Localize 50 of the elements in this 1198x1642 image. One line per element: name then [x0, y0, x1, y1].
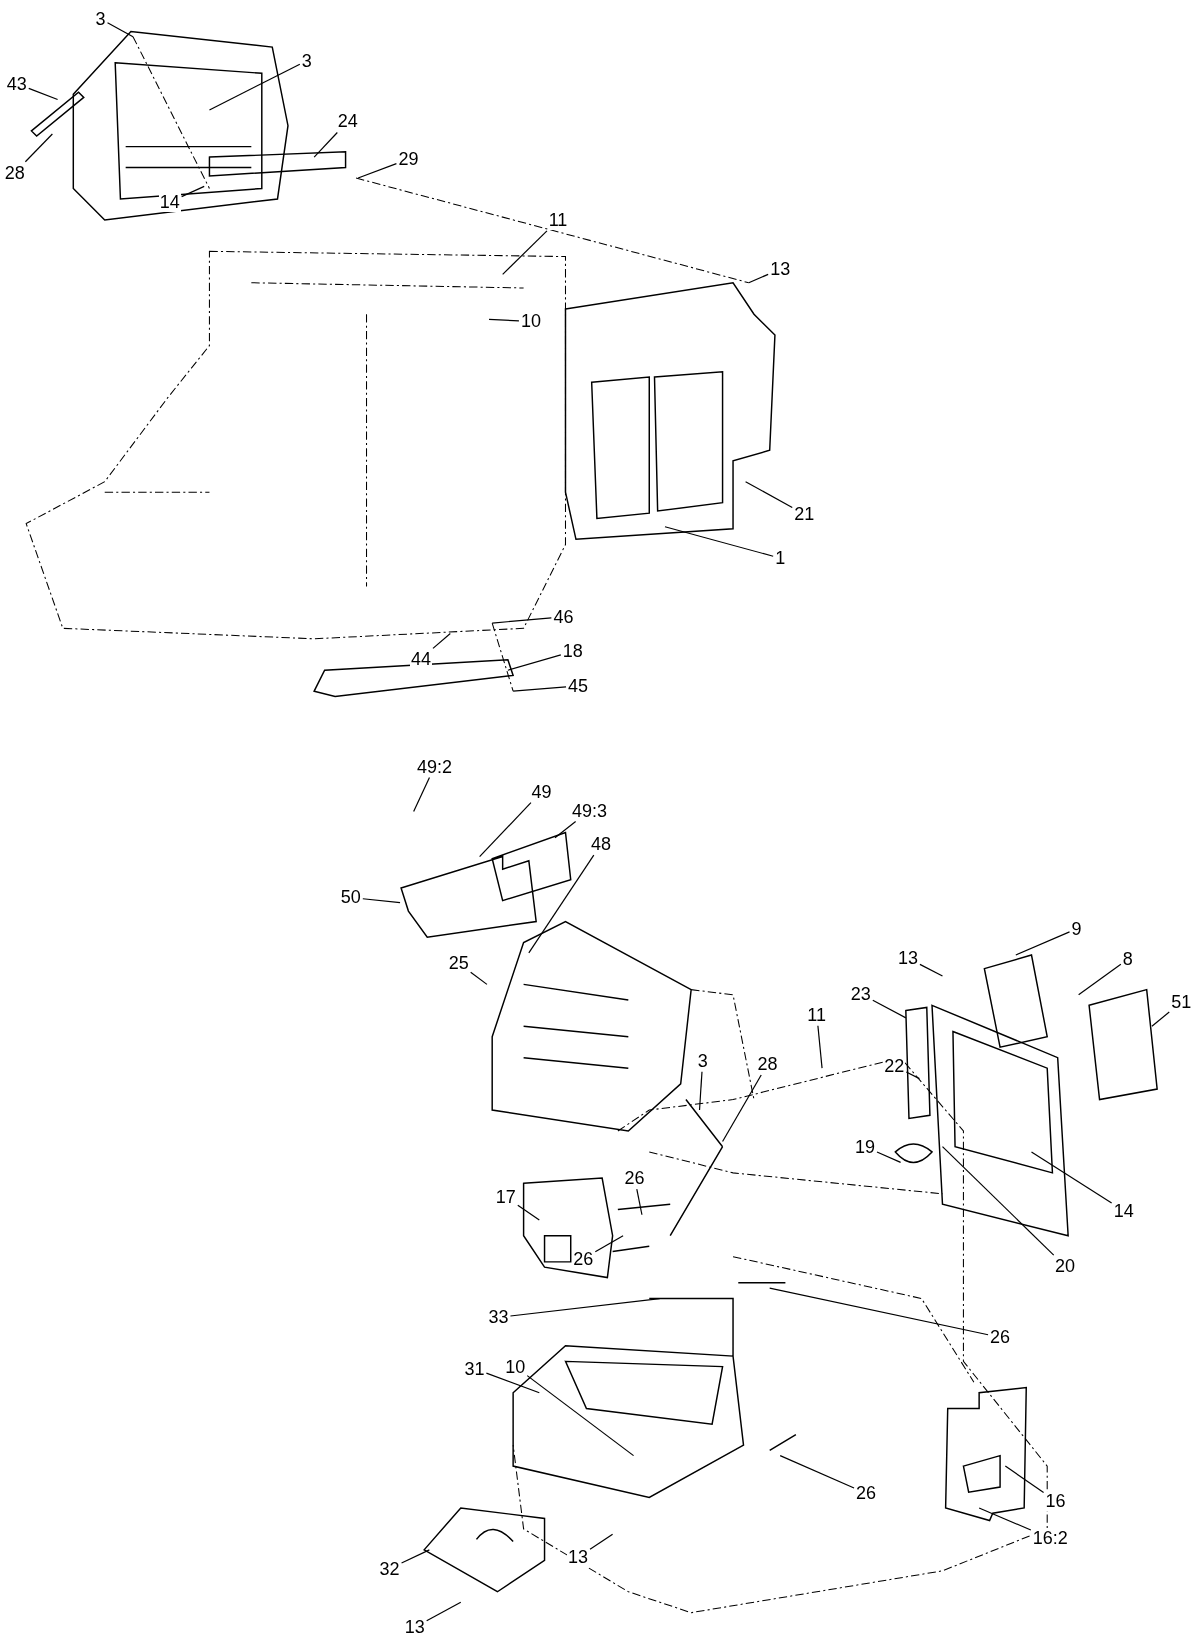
leader-line — [362, 898, 401, 904]
leader-line — [978, 1507, 1032, 1531]
leader-line — [941, 1146, 1055, 1256]
leader-line — [491, 617, 552, 624]
leader-line — [1078, 963, 1122, 996]
leader-line — [208, 63, 301, 111]
leader-line — [479, 802, 532, 858]
leader-line — [745, 481, 793, 509]
leader-line — [509, 1297, 661, 1317]
leader-line — [1015, 931, 1071, 956]
leader-line — [636, 1188, 643, 1216]
leader-line — [28, 87, 59, 101]
leader-line — [313, 131, 338, 158]
leader-line — [905, 1071, 921, 1080]
leader-line — [698, 1071, 703, 1111]
leader-line — [357, 163, 397, 179]
leader-line — [526, 1375, 635, 1457]
leader-line — [488, 318, 520, 322]
leader-line — [485, 1372, 540, 1394]
leader-line — [502, 230, 548, 275]
leader-line — [779, 1455, 855, 1489]
leader-line — [872, 999, 907, 1019]
leader-line — [721, 1074, 762, 1143]
leader-line — [769, 1287, 989, 1336]
leader-line — [919, 963, 944, 977]
leader-line — [594, 1235, 624, 1253]
leader-line — [1151, 1011, 1170, 1027]
leader-line — [470, 971, 488, 985]
leader-line — [1030, 1151, 1113, 1204]
callout-number: 16 — [1044, 1490, 1067, 1511]
callout-number: 14 — [158, 192, 181, 213]
leader-line — [400, 1549, 430, 1564]
leader-line — [876, 1151, 902, 1163]
leader-line — [554, 820, 577, 839]
leader-line — [432, 632, 451, 649]
leader-line — [528, 854, 595, 954]
leader-line — [748, 273, 769, 284]
leader-line — [512, 686, 567, 692]
callout-number: 13 — [567, 1547, 590, 1568]
leader-line — [181, 185, 205, 198]
leader-line — [413, 776, 431, 813]
leader-line — [664, 526, 774, 557]
leader-line — [589, 1533, 614, 1550]
leader-line — [106, 22, 134, 38]
leader-line — [426, 1601, 462, 1622]
leader-line — [24, 133, 53, 163]
leader-line — [507, 654, 562, 671]
leader-line — [817, 1025, 823, 1069]
leader-line — [1004, 1465, 1045, 1493]
leader-line — [517, 1204, 540, 1221]
